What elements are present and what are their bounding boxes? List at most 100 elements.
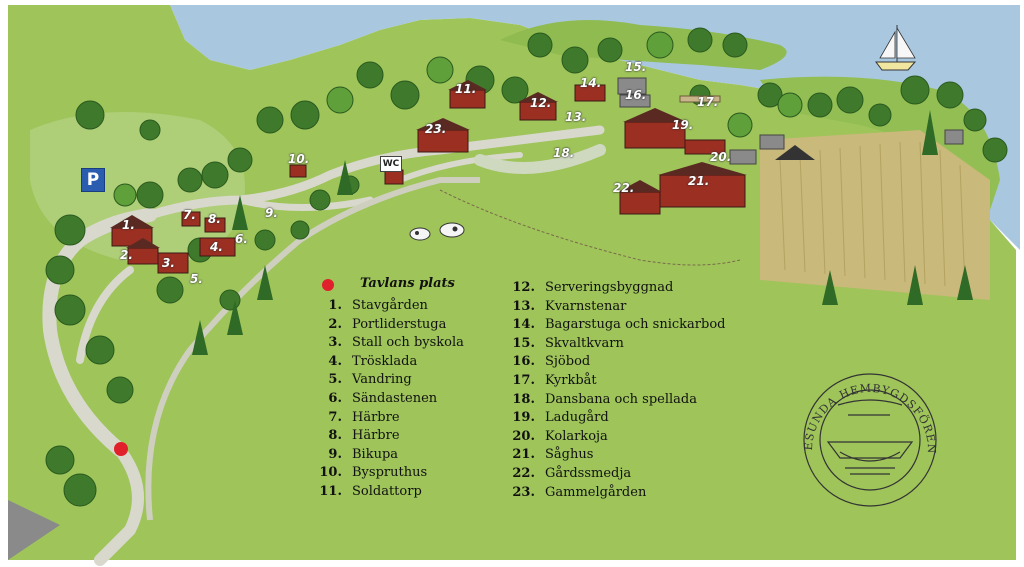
legend-item-name: Gårdssmedja	[545, 465, 632, 481]
legend-item-name: Stavgården	[352, 298, 428, 313]
legend-item-number: 18.	[512, 391, 535, 407]
building-number-label: 16.	[625, 88, 647, 102]
legend-item-number: 22.	[512, 465, 535, 481]
legend-item-number: 20.	[512, 428, 535, 444]
building-number-label: 19.	[672, 118, 694, 132]
legend-item-name: Stall och byskola	[352, 335, 464, 351]
legend-item: 22. Gårdssmedja	[505, 465, 725, 484]
building-number-label: 15.	[625, 60, 647, 74]
cows-illustration	[409, 222, 465, 241]
building-number-label: 17.	[697, 95, 719, 109]
legend-item: 9. Bikupa	[312, 446, 464, 465]
building-number-label: 21.	[688, 174, 710, 188]
legend-item-number: 7.	[328, 409, 342, 425]
building-number-label: 13.	[565, 110, 587, 124]
legend-item: 18. Dansbana och spellada	[505, 391, 725, 410]
legend-item-name: Bagarstuga och snickarbod	[545, 317, 726, 333]
building-number-label: 3.	[162, 256, 175, 270]
building-number-label: 5.	[190, 272, 203, 286]
legend-item-number: 5.	[328, 372, 342, 388]
building-number-label: 20.	[710, 150, 732, 164]
legend-item: 13. Kvarnstenar	[505, 298, 725, 317]
legend-item-name: Gammelgården	[545, 484, 647, 500]
legend-item-number: 15.	[512, 335, 535, 351]
building-number-label: 7.	[183, 208, 196, 222]
legend-item: 11. Soldattorp	[312, 483, 464, 502]
parking-icon: P	[81, 168, 105, 192]
legend-item-name: Kolarkoja	[545, 428, 608, 444]
legend-right: 12. Serveringsbyggnad 13. Kvarnstenar 14. Bag…	[505, 279, 725, 502]
legend-item: 15. Skvaltkvarn	[505, 335, 725, 354]
building-number-label: 10.	[288, 152, 310, 166]
legend-item-name: Dansbana och spellada	[545, 391, 697, 407]
building-number-label: 6.	[235, 232, 248, 246]
legend-left: 1. Stavgården 2. Portliderstuga 3. Stall och …	[312, 297, 464, 502]
legend-item-number: 13.	[512, 298, 535, 314]
building-number-label: 14.	[580, 76, 602, 90]
legend-item-name: Såghus	[545, 447, 594, 463]
legend-item-number: 11.	[319, 483, 342, 499]
lake	[170, 5, 1020, 250]
building-number-label: 1.	[122, 218, 135, 232]
legend-item-name: Kyrkbåt	[545, 372, 597, 388]
legend-item-number: 12.	[512, 280, 535, 295]
legend-item: 1. Stavgården	[312, 297, 464, 316]
legend-item-name: Härbre	[352, 409, 400, 425]
legend-item: 6. Sändastenen	[312, 390, 464, 409]
legend-item: 19. Ladugård	[505, 409, 725, 428]
legend-item-number: 6.	[328, 390, 342, 406]
legend-item-name: Portliderstuga	[352, 316, 447, 332]
legend-item-name: Sändastenen	[352, 390, 438, 406]
legend-item-name: Vandring	[352, 372, 412, 388]
sailboat-icon	[875, 25, 917, 71]
legend-item-name: Bikupa	[352, 446, 399, 462]
legend-item: 23. Gammelgården	[505, 484, 725, 503]
marker-legend-label: Tavlans plats	[360, 276, 455, 291]
legend-item-number: 23.	[512, 484, 535, 500]
legend-item: 12. Serveringsbyggnad	[505, 279, 725, 298]
legend-item-number: 19.	[512, 410, 535, 426]
legend-item: 7. Härbre	[312, 409, 464, 428]
legend-item-number: 17.	[512, 372, 535, 388]
building-number-label: 12.	[530, 96, 552, 110]
legend-item-number: 16.	[512, 354, 535, 370]
current-location-marker	[114, 442, 128, 456]
building-number-label: 2.	[120, 248, 133, 262]
legend-item-name: Serveringsbyggnad	[545, 280, 674, 295]
marker-dot-icon	[322, 279, 334, 291]
legend-item: 5. Vandring	[312, 371, 464, 390]
legend-item-number: 21.	[512, 447, 535, 463]
building-number-label: 18.	[553, 146, 575, 160]
legend-item: 20. Kolarkoja	[505, 428, 725, 447]
legend-item: 3. Stall och byskola	[312, 334, 464, 353]
legend-item-name: Skvaltkvarn	[545, 335, 624, 351]
legend-item-number: 4.	[328, 353, 342, 369]
legend-item-number: 3.	[328, 335, 342, 351]
legend-item-name: Trösklada	[352, 353, 418, 369]
wc-icon: WC	[380, 156, 402, 172]
legend-item: 8.Härbre	[312, 427, 464, 446]
legend-item: 2. Portliderstuga	[312, 316, 464, 335]
legend-item: 17. Kyrkbåt	[505, 372, 725, 391]
legend-item: 16. Sjöbod	[505, 353, 725, 372]
legend-item-number: 8.	[328, 428, 342, 444]
legend-item-number: 9.	[328, 446, 342, 462]
legend-item: 14. Bagarstuga och snickarbod	[505, 316, 725, 335]
building-number-label: 9.	[265, 206, 278, 220]
field	[760, 130, 990, 300]
legend-item-number: 10.	[319, 465, 342, 481]
legend-item: 4. Trösklada	[312, 353, 464, 372]
legend-item-name: Sjöbod	[545, 354, 591, 370]
legend-item-number: 2.	[328, 316, 342, 332]
legend-item-number: 1.	[328, 298, 342, 313]
building-number-label: 23.	[425, 122, 447, 136]
building-number-label: 8.	[208, 212, 221, 226]
legend-item: 21. Såghus	[505, 446, 725, 465]
building-number-label: 4.	[210, 240, 223, 254]
legend-item: 10.Byspruthus	[312, 464, 464, 483]
legend-item-name: Soldattorp	[352, 483, 422, 499]
legend-item-name: Ladugård	[545, 410, 609, 426]
legend-item-number: 14.	[512, 317, 535, 333]
legend-item-name: Kvarnstenar	[545, 298, 627, 314]
